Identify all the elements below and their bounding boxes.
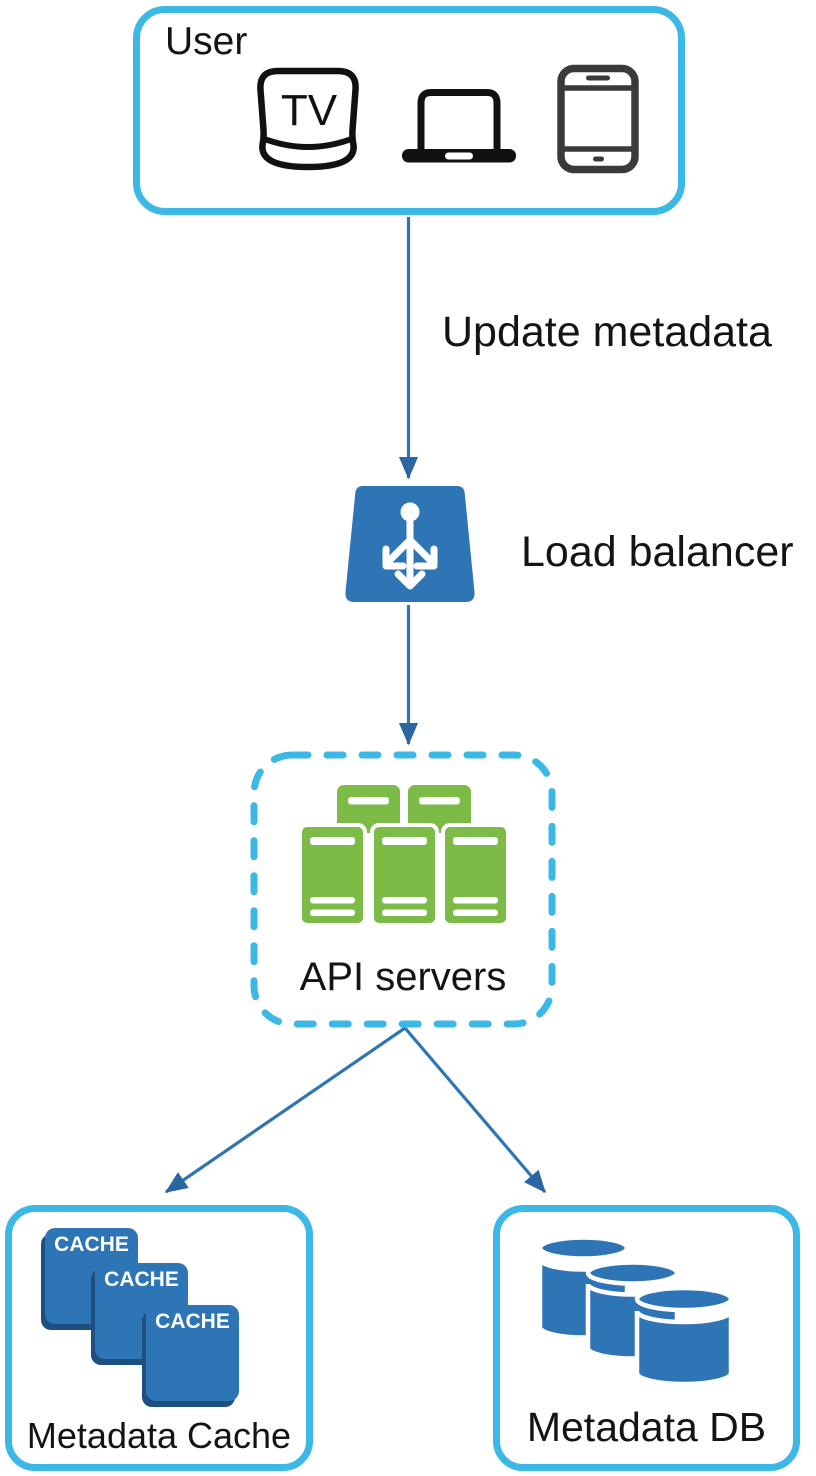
server-stack-icon: [298, 785, 510, 927]
api-servers-label: API servers: [299, 955, 507, 999]
metadata-cache-label: Metadata Cache: [26, 1415, 292, 1456]
api-servers-node: [250, 751, 556, 1028]
arrow-api-to-cache: [164, 1026, 406, 1194]
apple-tv-label: TV: [281, 86, 338, 135]
cache-block-label: CACHE: [54, 1233, 129, 1256]
smartphone-icon: [557, 64, 639, 174]
database-icon: [537, 1235, 734, 1387]
metadata-db-label: Metadata DB: [526, 1404, 767, 1450]
apple-tv-icon: TV: [257, 67, 359, 171]
laptop-icon: [402, 89, 516, 163]
user-node-label: User: [165, 20, 248, 63]
cache-block-label: CACHE: [155, 1310, 230, 1333]
cache-block-label: CACHE: [104, 1268, 179, 1291]
cache-block-3: CACHE: [146, 1305, 239, 1401]
load-balancer-label: Load balancer: [521, 528, 794, 576]
edge-label-update-metadata: Update metadata: [442, 308, 772, 356]
arrow-api-to-db: [403, 1026, 547, 1194]
load-balancer-icon: [345, 486, 475, 602]
